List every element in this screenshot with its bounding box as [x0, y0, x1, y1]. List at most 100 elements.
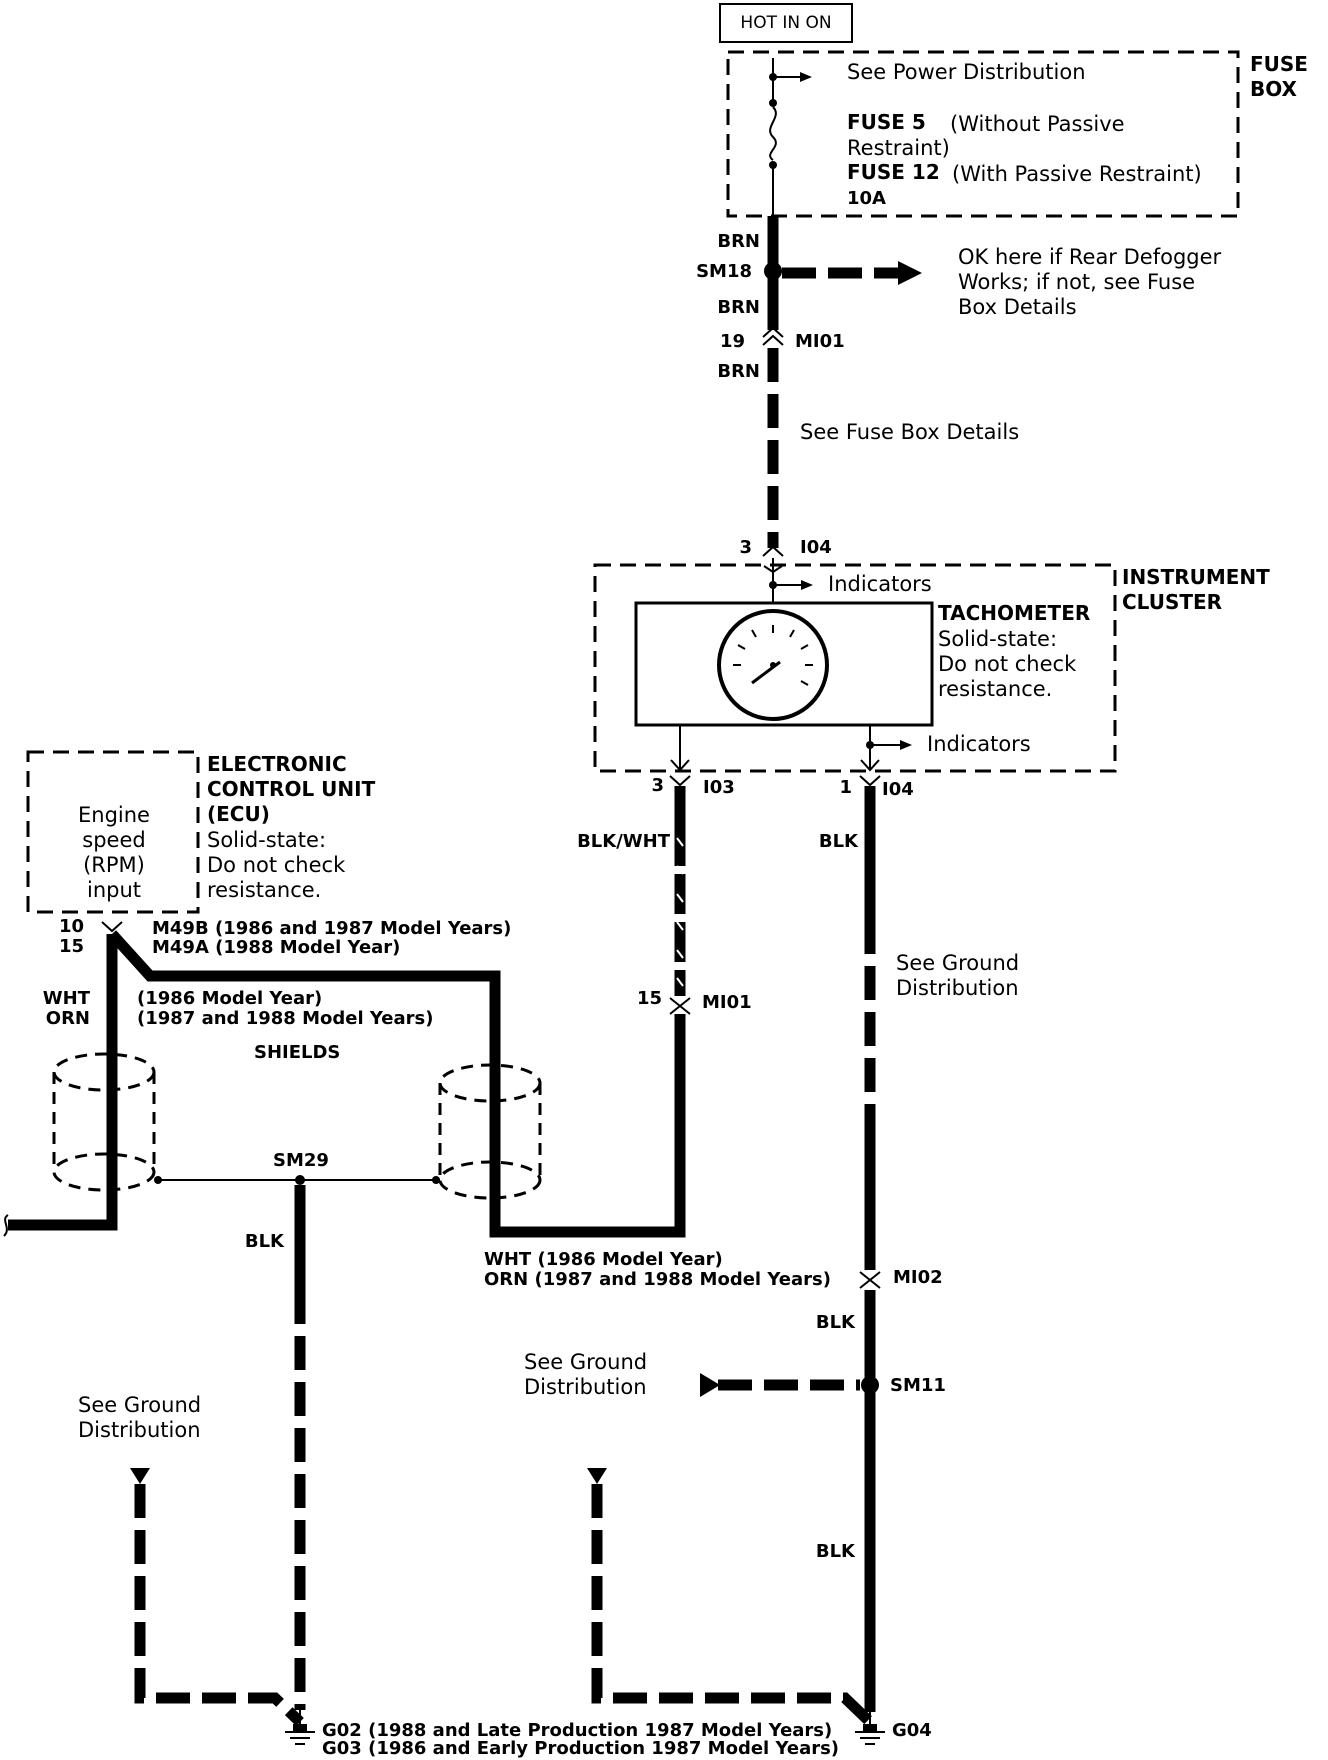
see-ground-left-1: See Ground: [78, 1393, 201, 1417]
year-1987-88-label: (1987 and 1988 Model Years): [137, 1008, 433, 1029]
fuse12-desc: (With Passive Restraint): [952, 162, 1202, 186]
sm18-label: SM18: [696, 261, 752, 282]
see-ground-right-1: See Ground: [896, 951, 1019, 975]
ecu-label-3: (ECU): [207, 802, 270, 826]
i03-stub: [670, 725, 690, 772]
tachometer-body: [634, 601, 934, 727]
i04-top-label: I04: [800, 537, 832, 558]
blk-right-label-3: BLK: [816, 1541, 856, 1562]
instrument-label-2: CLUSTER: [1122, 590, 1222, 614]
see-fuse-box-details: See Fuse Box Details: [800, 420, 1019, 444]
right-shield: [438, 1063, 542, 1200]
fuse5-desc2: Restraint): [847, 136, 950, 160]
i04-top-stub: [763, 558, 783, 602]
i03-label: I03: [703, 777, 735, 798]
ecu-desc-2: Do not check: [207, 853, 346, 877]
fuse-upper-node: [769, 99, 777, 107]
orn-label: ORN: [46, 1008, 90, 1029]
fuse12-label: FUSE 12: [847, 160, 940, 184]
orn-bottom-label: ORN (1987 and 1988 Model Years): [484, 1269, 831, 1290]
see-ground-mid-1: See Ground: [524, 1350, 647, 1374]
ecu-desc-3: resistance.: [207, 878, 321, 902]
blk-right-label-2: BLK: [816, 1312, 856, 1333]
shield-left-node: [154, 1176, 162, 1184]
fuse-rating: 10A: [847, 188, 886, 209]
mi01-mid-label: MI01: [702, 992, 752, 1013]
tachometer-label: TACHOMETER: [938, 601, 1090, 625]
fuse-element: [769, 106, 777, 161]
blk-wht-stripes: [676, 837, 684, 987]
shield-right-node: [432, 1176, 440, 1184]
mi01-mid-connector: [669, 997, 691, 1015]
mi02-label: MI02: [893, 1267, 943, 1288]
see-power-distribution: See Power Distribution: [847, 60, 1086, 84]
hot-in-on-box: [719, 3, 853, 43]
sm11-label: SM11: [890, 1375, 946, 1396]
ecu-desc-1: Solid-state:: [207, 828, 326, 852]
indicators-bottom-label: Indicators: [927, 732, 1031, 756]
i04-bottom-label: I04: [882, 779, 914, 800]
blk-right-label-1: BLK: [819, 831, 859, 852]
instrument-cluster-outline: [593, 563, 1117, 773]
i04-top-connector: [762, 545, 784, 557]
pin-3-bottom-label: 3: [651, 775, 664, 796]
mi01-top-label: MI01: [795, 331, 845, 352]
brn-label-1: BRN: [717, 231, 760, 252]
engine-speed-1: Engine: [78, 803, 150, 827]
i04-bottom-connector: [859, 775, 881, 787]
pin-10-label: 10: [59, 916, 84, 937]
blk-wht-label: BLK/WHT: [577, 831, 671, 852]
fuse-box-outline: [726, 50, 1240, 218]
signal-wire-offpage-mark: [3, 1214, 9, 1237]
shields-label: SHIELDS: [254, 1042, 340, 1063]
m49b-label: M49B (1986 and 1987 Model Years): [152, 918, 511, 939]
g02-ground-terminal: [293, 1724, 307, 1732]
m49a-label: M49A (1988 Model Year): [152, 937, 400, 958]
left-shield: [52, 1052, 156, 1192]
year-1986-label: (1986 Model Year): [137, 988, 322, 1009]
tachometer-ticks: [733, 625, 813, 686]
pin-3-top-label: 3: [739, 537, 752, 558]
instrument-label-1: INSTRUMENT: [1122, 565, 1270, 589]
engine-speed-3: (RPM): [83, 853, 145, 877]
ok-here-line-2: Works; if not, see Fuse: [958, 270, 1195, 294]
g04-label: G04: [892, 1720, 932, 1741]
ecu-label-1: ELECTRONIC: [207, 752, 347, 776]
mid-ground-arrow: [587, 1468, 607, 1484]
g03-label: G03 (1986 and Early Production 1987 Mode…: [322, 1738, 839, 1759]
blk-left-label: BLK: [245, 1231, 285, 1252]
wht-bottom-label: WHT (1986 Model Year): [484, 1249, 723, 1270]
sm29-splice: [295, 1175, 305, 1185]
tach-desc-1: Solid-state:: [938, 627, 1057, 651]
fuse5-label: FUSE 5: [847, 110, 926, 134]
hot-in-on-label: HOT IN ON: [740, 13, 831, 33]
ecu-connector: [101, 921, 123, 933]
pin-1-label: 1: [839, 777, 852, 798]
brn-label-3: BRN: [717, 361, 760, 382]
sm18-splice: [764, 262, 782, 280]
tachometer-hub: [770, 662, 776, 668]
left-ground-arrow: [130, 1468, 150, 1484]
ok-here-line-1: OK here if Rear Defogger: [958, 245, 1222, 269]
g04-ground-terminal: [863, 1724, 877, 1732]
fuse-box-label-2: BOX: [1250, 77, 1298, 101]
wht-label: WHT: [43, 988, 91, 1009]
sm18-branch-arrow: [898, 261, 922, 285]
mi02-connector: [859, 1271, 881, 1289]
pin-19-label: 19: [720, 331, 745, 352]
fuse-box-label-1: FUSE: [1250, 52, 1308, 76]
ecu-label-2: CONTROL UNIT: [207, 777, 376, 801]
brn-label-2: BRN: [717, 297, 760, 318]
ok-here-line-3: Box Details: [958, 295, 1077, 319]
mid-ground-branch: [591, 1484, 874, 1726]
see-ground-right-2: Distribution: [896, 976, 1019, 1000]
indicators-top-label: Indicators: [828, 572, 932, 596]
engine-speed-2: speed: [82, 828, 145, 852]
signal-wire-wht-orn: [107, 930, 686, 1238]
tach-desc-2: Do not check: [938, 652, 1077, 676]
sm11-splice: [861, 1376, 879, 1394]
tachometer-dial: [717, 609, 829, 721]
left-ground-branch: [134, 1484, 304, 1726]
